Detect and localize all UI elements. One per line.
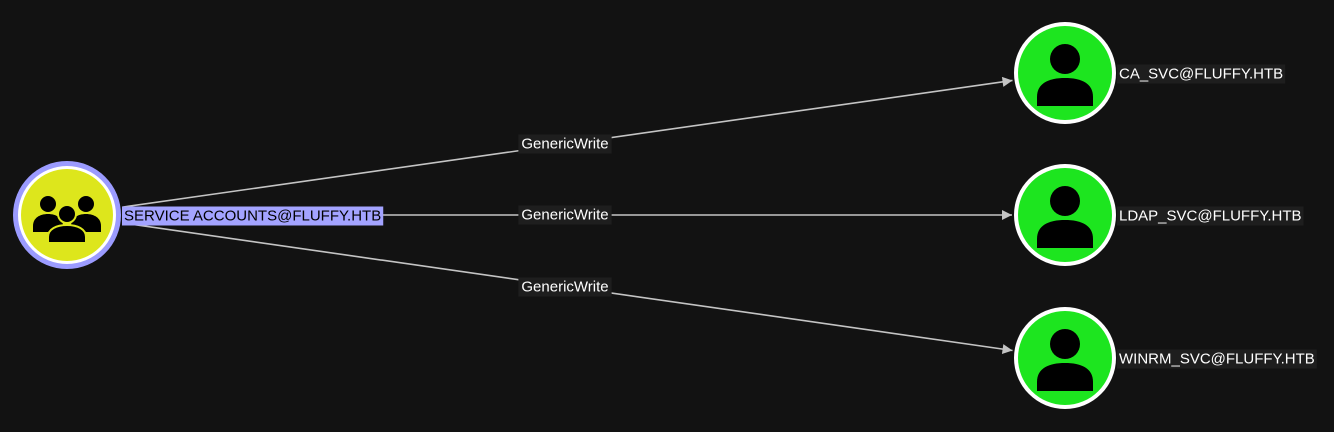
user-icon — [1037, 329, 1093, 391]
user-icon-head — [1050, 186, 1080, 216]
users-group-icon — [33, 196, 101, 244]
edge-label-background — [518, 205, 612, 225]
user-icon-body — [1037, 363, 1093, 391]
group-icon-head — [57, 204, 77, 224]
node-label-background — [122, 206, 384, 226]
nodes-layer: SERVICE ACCOUNTS@FLUFFY.HTB CA_SVC@FLUFFY… — [13, 22, 1317, 409]
edge-label[interactable]: GenericWrite — [518, 205, 612, 225]
edge-label-text: GenericWrite — [521, 279, 608, 296]
edge-label-background — [518, 134, 612, 154]
node-label[interactable]: SERVICE ACCOUNTS@FLUFFY.HTB — [122, 206, 384, 226]
user-icon-body — [1037, 220, 1093, 248]
edge-label-text: GenericWrite — [521, 207, 608, 224]
node-label-text: LDAP_SVC@FLUFFY.HTB — [1119, 208, 1302, 225]
group-icon-head — [40, 196, 56, 212]
edge-label-background — [518, 277, 612, 297]
node-label-text: CA_SVC@FLUFFY.HTB — [1119, 66, 1283, 83]
user-icon — [1037, 186, 1093, 248]
group-icon-head — [78, 196, 94, 212]
user-node[interactable]: WINRM_SVC@FLUFFY.HTB — [1014, 307, 1317, 409]
edge-label[interactable]: GenericWrite — [518, 277, 612, 297]
user-node[interactable]: CA_SVC@FLUFFY.HTB — [1014, 22, 1286, 124]
node-label[interactable]: LDAP_SVC@FLUFFY.HTB — [1117, 206, 1304, 226]
group-node[interactable]: SERVICE ACCOUNTS@FLUFFY.HTB — [13, 161, 384, 269]
user-node[interactable]: LDAP_SVC@FLUFFY.HTB — [1014, 164, 1304, 266]
node-label-background — [1117, 349, 1317, 369]
node-label[interactable]: CA_SVC@FLUFFY.HTB — [1117, 64, 1286, 84]
node-label-text: SERVICE ACCOUNTS@FLUFFY.HTB — [124, 208, 381, 225]
node-label[interactable]: WINRM_SVC@FLUFFY.HTB — [1117, 349, 1317, 369]
edge-label-text: GenericWrite — [521, 136, 608, 153]
user-icon-body — [1037, 78, 1093, 106]
node-label-text: WINRM_SVC@FLUFFY.HTB — [1119, 351, 1315, 368]
node-label-background — [1117, 64, 1286, 84]
edge-label[interactable]: GenericWrite — [518, 134, 612, 154]
group-icon-body — [47, 223, 87, 244]
user-icon — [1037, 44, 1093, 106]
user-icon-head — [1050, 329, 1080, 359]
user-icon-head — [1050, 44, 1080, 74]
node-label-background — [1117, 206, 1304, 226]
